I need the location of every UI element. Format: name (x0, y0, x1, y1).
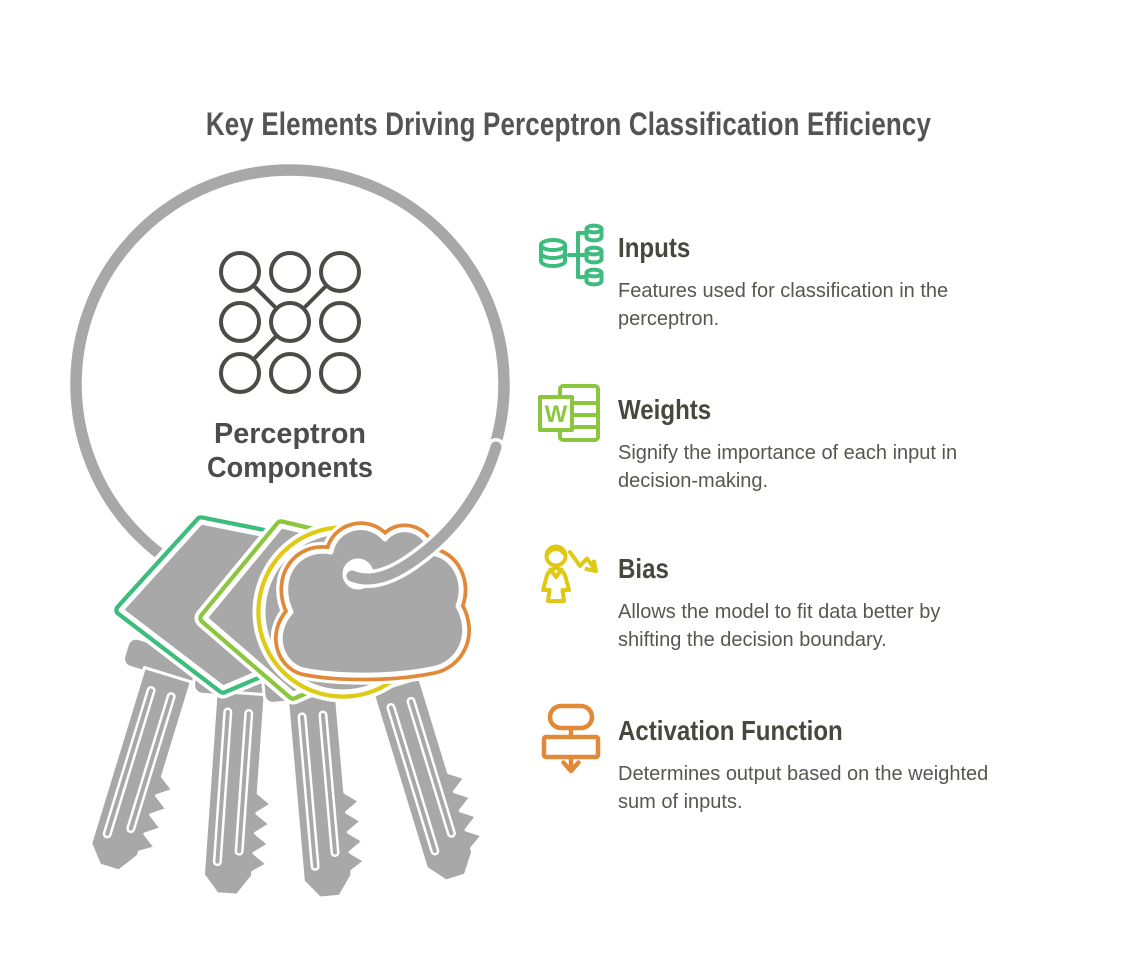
keyring-label-line1: Perceptron (214, 418, 366, 450)
item-title-inputs: Inputs (618, 232, 691, 263)
keyring-label-line2: Components (207, 452, 373, 484)
weights-icon-box: W (536, 382, 606, 495)
feature-item-inputs: Inputs Features used for classification … (536, 220, 1076, 333)
item-title-bias: Bias (618, 553, 669, 584)
inputs-icon-box (536, 220, 606, 333)
item-desc-weights: Signify the importance of each input in … (618, 442, 958, 492)
w-letter: W (545, 401, 568, 428)
keyring-arc-over-key (343, 438, 505, 588)
w-document-icon: W (538, 384, 600, 442)
page-title: Key Elements Driving Perceptron Classifi… (205, 106, 932, 142)
database-branch-icon (539, 223, 604, 287)
activation-icon-box (536, 703, 606, 816)
item-desc-activation-function: Determines output based on the weighted … (618, 763, 989, 813)
item-desc-bias: Allows the model to fit data better by s… (618, 601, 941, 651)
item-title-activation-function: Activation Function (618, 715, 843, 746)
feature-item-activation-function: Activation Function Determines output ba… (536, 703, 1076, 816)
keyring-illustration: Perceptron Components (55, 164, 510, 940)
feature-item-bias: Bias Allows the model to fit data better… (536, 541, 1076, 654)
feature-item-weights: W Weights Signify the importance of each… (536, 382, 1076, 495)
pattern-lock-icon (219, 251, 361, 394)
bias-icon-box (536, 541, 606, 654)
flowchart-arrow-icon (541, 703, 601, 774)
item-desc-inputs: Features used for classification in the … (618, 280, 949, 330)
person-trend-arrow-icon (541, 544, 598, 603)
item-title-weights: Weights (618, 394, 712, 425)
